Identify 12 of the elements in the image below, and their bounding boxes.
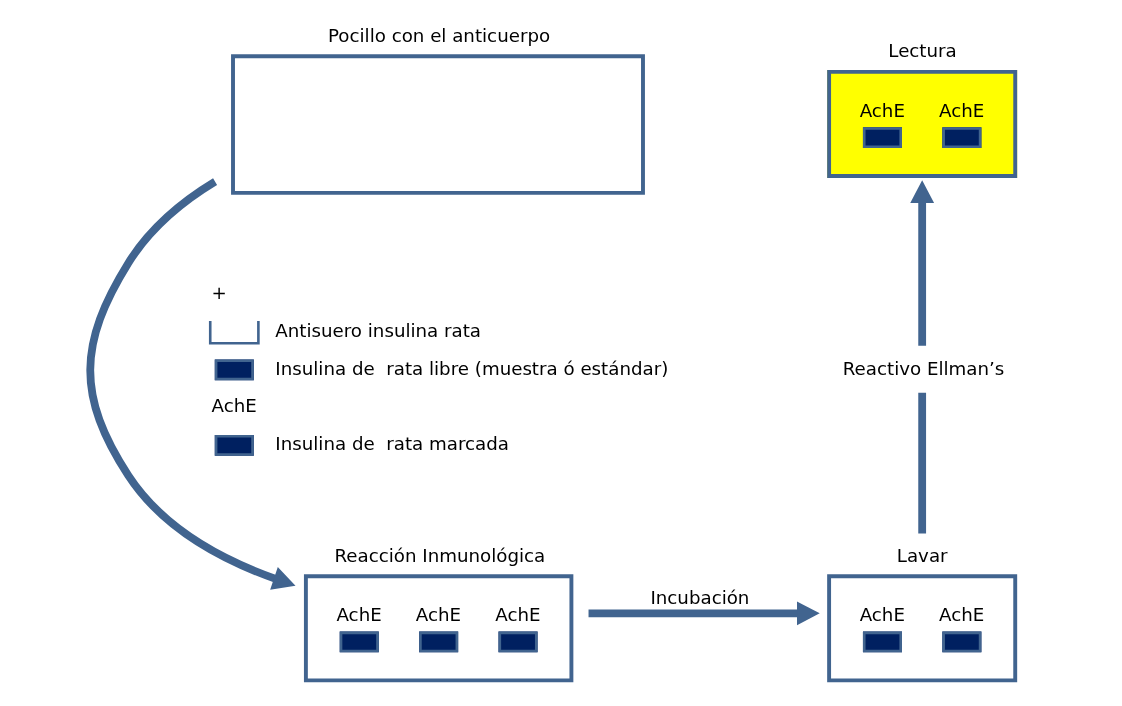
- node-label: Lectura: [887, 40, 957, 62]
- node-text: Reactivo Ellman’s: [842, 357, 1004, 379]
- label: +: [211, 282, 227, 304]
- arrow: [85, 178, 295, 590]
- node-label: Reacción Inmunológica: [334, 544, 545, 566]
- edge-label: Incubación: [649, 587, 749, 609]
- legend-label: Insulina de rata marcada: [274, 433, 509, 455]
- legend-label: Antisuero insulina rata: [274, 319, 481, 341]
- label: AchE: [211, 395, 257, 417]
- node-label: Lavar: [896, 544, 948, 566]
- node-label: Pocillo con el anticuerpo: [327, 24, 550, 46]
- legend-label: Insulina de rata libre (muestra ó estándar): [274, 357, 668, 379]
